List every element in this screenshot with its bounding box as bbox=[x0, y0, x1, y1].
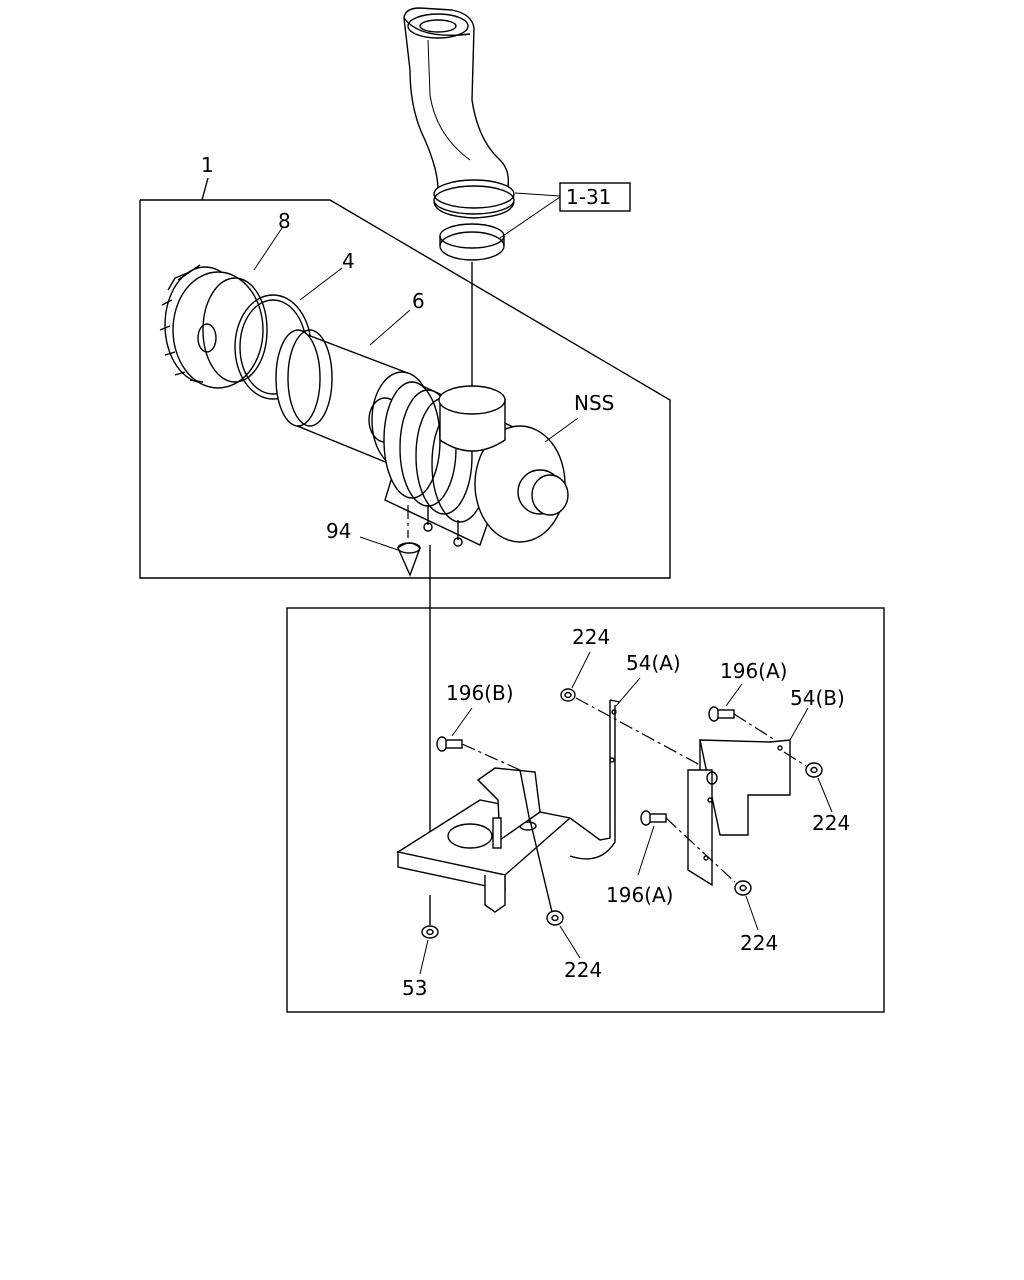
label-224-bottom: 224 bbox=[564, 958, 602, 982]
hose-clamp bbox=[439, 223, 505, 261]
nut-53 bbox=[421, 925, 439, 939]
leader-224-bottom bbox=[559, 925, 581, 959]
leader-196b bbox=[451, 707, 473, 737]
guide-196a-mid bbox=[665, 817, 736, 883]
housing-nss bbox=[383, 381, 569, 547]
leader-nss bbox=[544, 417, 579, 443]
leader-224-bottom-right bbox=[745, 895, 759, 931]
label-nss: NSS bbox=[574, 391, 614, 415]
guide-224-right bbox=[783, 751, 807, 767]
label-224-bottom-right: 224 bbox=[740, 931, 778, 955]
leader-196a-top bbox=[725, 683, 743, 707]
leader-8 bbox=[253, 227, 283, 271]
nut-224-top bbox=[560, 688, 576, 702]
label-4: 4 bbox=[342, 249, 355, 273]
leader-94 bbox=[359, 536, 399, 551]
label-196b: 196(B) bbox=[446, 681, 514, 705]
leader-1 bbox=[201, 177, 209, 201]
label-54b: 54(B) bbox=[790, 686, 845, 710]
label-196a-mid: 196(A) bbox=[606, 883, 673, 907]
guide-224-top bbox=[575, 697, 701, 766]
label-assembly: 1 bbox=[201, 153, 214, 177]
label-8: 8 bbox=[278, 209, 291, 233]
leader-54b bbox=[789, 707, 809, 741]
cap-part-8 bbox=[159, 264, 268, 389]
leader-4 bbox=[299, 267, 343, 301]
ref-leader-2 bbox=[499, 196, 561, 239]
label-224-top: 224 bbox=[572, 625, 610, 649]
nut-224-bottom-right bbox=[734, 880, 752, 896]
guide-224-bottom bbox=[529, 819, 553, 913]
assembly-frame bbox=[139, 199, 671, 579]
guide-bracket-vert bbox=[519, 769, 531, 823]
ref-leader-1 bbox=[514, 192, 561, 197]
leader-224-right bbox=[817, 777, 833, 813]
nut-224-right bbox=[805, 762, 823, 778]
dust-valve-part-94 bbox=[397, 542, 421, 577]
bolt-196a-mid bbox=[640, 810, 667, 826]
guide-196a-top bbox=[733, 713, 776, 741]
bracket-base bbox=[396, 699, 621, 913]
bolt-196a-top bbox=[708, 706, 735, 722]
leader-54a bbox=[615, 677, 641, 707]
label-54a: 54(A) bbox=[626, 651, 681, 675]
leader-196a-mid bbox=[637, 825, 655, 876]
label-ref-box: 1-31 bbox=[566, 185, 611, 209]
leader-6 bbox=[369, 309, 411, 346]
leader-53 bbox=[419, 939, 429, 975]
nut-224-bottom bbox=[546, 910, 564, 926]
bracket-54b bbox=[687, 739, 791, 887]
label-94: 94 bbox=[326, 519, 351, 543]
guide-196b bbox=[461, 743, 521, 771]
label-196a-top: 196(A) bbox=[720, 659, 787, 683]
bracket-frame bbox=[286, 607, 885, 1013]
intake-duct bbox=[403, 7, 515, 219]
leader-224-top bbox=[571, 651, 591, 689]
bolt-196b bbox=[436, 736, 463, 752]
label-53: 53 bbox=[402, 976, 427, 1000]
label-224-right: 224 bbox=[812, 811, 850, 835]
label-6: 6 bbox=[412, 289, 425, 313]
